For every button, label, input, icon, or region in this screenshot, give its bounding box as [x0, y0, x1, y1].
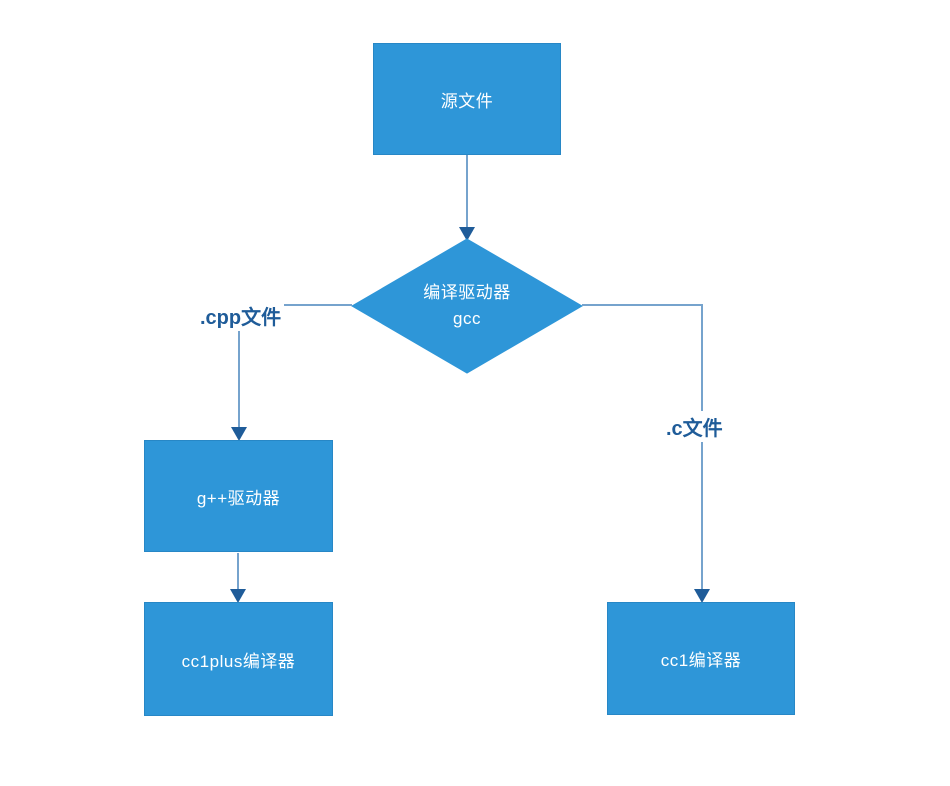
arrowhead-gpp: [231, 427, 247, 441]
arrowhead-gcc: [459, 227, 475, 241]
arrowhead-cc1: [694, 589, 710, 603]
node-gpp-driver-label: g++驱动器: [196, 488, 281, 508]
node-source-file: 源文件: [373, 43, 561, 155]
node-gcc-driver-diamond: [351, 238, 583, 374]
node-cc1-compiler-label: cc1编译器: [660, 651, 742, 670]
node-source-file-label: 源文件: [440, 91, 494, 111]
arrowhead-cc1plus: [230, 589, 246, 603]
edge-label-cpp-file: .cpp文件: [197, 300, 285, 331]
edge-label-c-file: .c文件: [663, 411, 726, 442]
node-cc1plus-compiler-label: cc1plus编译器: [181, 651, 296, 671]
node-gcc-driver-label-line1: 编译驱动器: [423, 283, 511, 302]
node-cc1plus-compiler: cc1plus编译器: [144, 602, 333, 716]
node-cc1-compiler: cc1编译器: [607, 602, 795, 715]
edge-gcc-to-cc1: [582, 304, 703, 591]
node-gcc-driver-label: 编译驱动器 gcc: [352, 239, 582, 373]
node-gcc-driver-label-line2: gcc: [453, 309, 481, 328]
node-gpp-driver: g++驱动器: [144, 440, 333, 552]
